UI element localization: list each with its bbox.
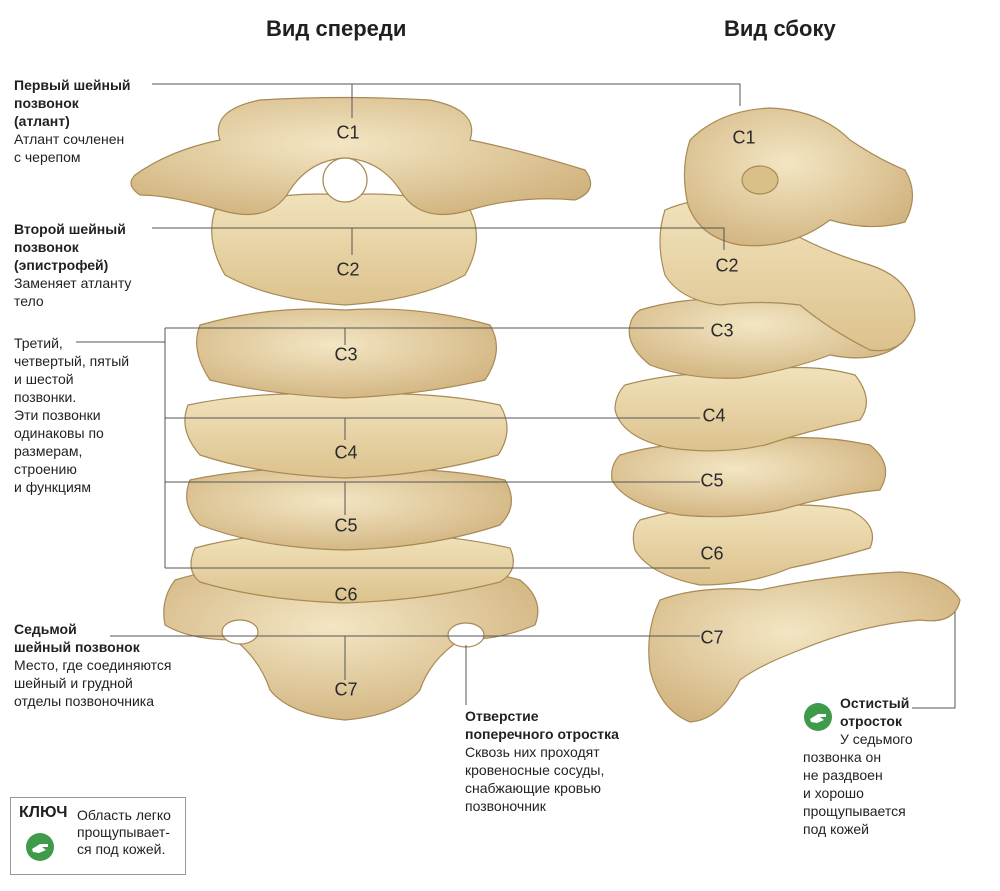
key-legend: КЛЮЧ Область легко прощупывает- ся под к… bbox=[10, 797, 186, 875]
hand-palpation-icon bbox=[26, 833, 54, 861]
front-c5-label: C5 bbox=[334, 515, 358, 536]
side-c4-label: C4 bbox=[702, 405, 726, 426]
axis-annotation: Второй шейный позвонок (эпистрофей) Заме… bbox=[14, 221, 132, 309]
front-c1-label: C1 bbox=[336, 122, 360, 143]
side-c1-label: C1 bbox=[732, 127, 756, 148]
side-c2-label: C2 bbox=[715, 255, 739, 276]
key-title: КЛЮЧ bbox=[19, 804, 68, 821]
spinous-process-annotation: Остистый отросток У седьмого bbox=[840, 695, 913, 747]
side-view-title: Вид сбоку bbox=[724, 16, 836, 41]
leader-lines bbox=[76, 83, 956, 709]
front-view-title: Вид спереди bbox=[266, 16, 407, 41]
atlas-annotation: Первый шейный позвонок (атлант) Атлант с… bbox=[14, 77, 131, 165]
side-c3-label: C3 bbox=[710, 320, 734, 341]
middle-vertebrae-annotation: Третий, четвертый, пятый и шестой позвон… bbox=[14, 335, 130, 495]
side-c5-label: C5 bbox=[700, 470, 724, 491]
seventh-vertebra-annotation: Седьмой шейный позвонок Место, где соеди… bbox=[14, 621, 172, 709]
side-c6-label: C6 bbox=[700, 543, 724, 564]
hand-palpation-icon bbox=[804, 703, 832, 731]
front-c3-label: C3 bbox=[334, 344, 358, 365]
front-c6-label: C6 bbox=[334, 584, 358, 605]
front-c2-label: C2 bbox=[336, 259, 360, 280]
front-c7-label: C7 bbox=[334, 679, 358, 700]
key-text: Область легко прощупывает- ся под кожей. bbox=[77, 807, 171, 857]
front-c4-label: C4 bbox=[334, 442, 358, 463]
side-c7-label: C7 bbox=[700, 627, 724, 648]
spinous-process-desc: позвонка он не раздвоен и хорошо прощупы… bbox=[803, 749, 906, 837]
side-view-spine bbox=[611, 107, 961, 723]
front-view-spine bbox=[130, 96, 592, 721]
transverse-foramen-annotation: Отверстие поперечного отростка Сквозь ни… bbox=[465, 708, 619, 814]
